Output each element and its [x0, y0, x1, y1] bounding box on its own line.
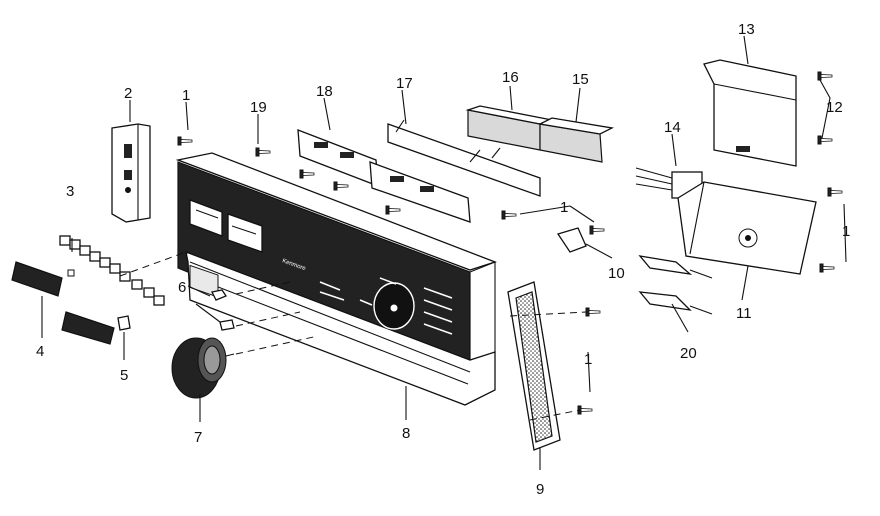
cover-part	[703, 59, 797, 167]
knob-part	[171, 337, 235, 399]
callout-16: 16	[502, 69, 519, 86]
control-panel-part: Kenmore	[175, 152, 497, 406]
callout-8: 8	[402, 425, 410, 442]
callout-1b: 1	[560, 199, 568, 216]
callout-18: 18	[316, 83, 333, 100]
callout-12: 12	[826, 99, 843, 116]
left-bracket-part	[111, 123, 151, 223]
callout-3: 3	[66, 183, 74, 200]
callout-10: 10	[608, 265, 625, 282]
callout-13: 13	[738, 21, 755, 38]
callout-20: 20	[680, 345, 697, 362]
callout-17: 17	[396, 75, 413, 92]
wire-clip-part	[556, 227, 587, 253]
callout-2: 2	[124, 85, 132, 102]
switch-block-part	[465, 105, 615, 163]
callout-labels: 1 2 3 4 5 6 7 8 9 10 11 12 13 14 15 16 1…	[36, 21, 850, 498]
callout-4: 4	[36, 343, 44, 360]
callout-1d: 1	[584, 351, 592, 368]
callout-5: 5	[120, 367, 128, 384]
callout-14: 14	[664, 119, 681, 136]
clip-part	[117, 315, 131, 331]
rail-part	[387, 119, 541, 197]
callout-1c: 1	[842, 223, 850, 240]
label-strip-part	[11, 261, 115, 345]
callout-15: 15	[572, 71, 589, 88]
stud-part	[211, 289, 235, 331]
callout-6: 6	[178, 279, 186, 296]
button-row-part	[59, 235, 165, 306]
mounting-bracket-part	[297, 129, 471, 223]
callout-7: 7	[194, 429, 202, 446]
grille-part	[507, 281, 561, 451]
callout-11: 11	[736, 305, 752, 322]
callout-1a: 1	[182, 87, 190, 104]
timer-part	[677, 181, 817, 275]
callout-19: 19	[250, 99, 267, 116]
leader-lines	[41, 35, 847, 470]
callout-9: 9	[536, 481, 544, 498]
terminal-clip-part	[638, 255, 713, 315]
